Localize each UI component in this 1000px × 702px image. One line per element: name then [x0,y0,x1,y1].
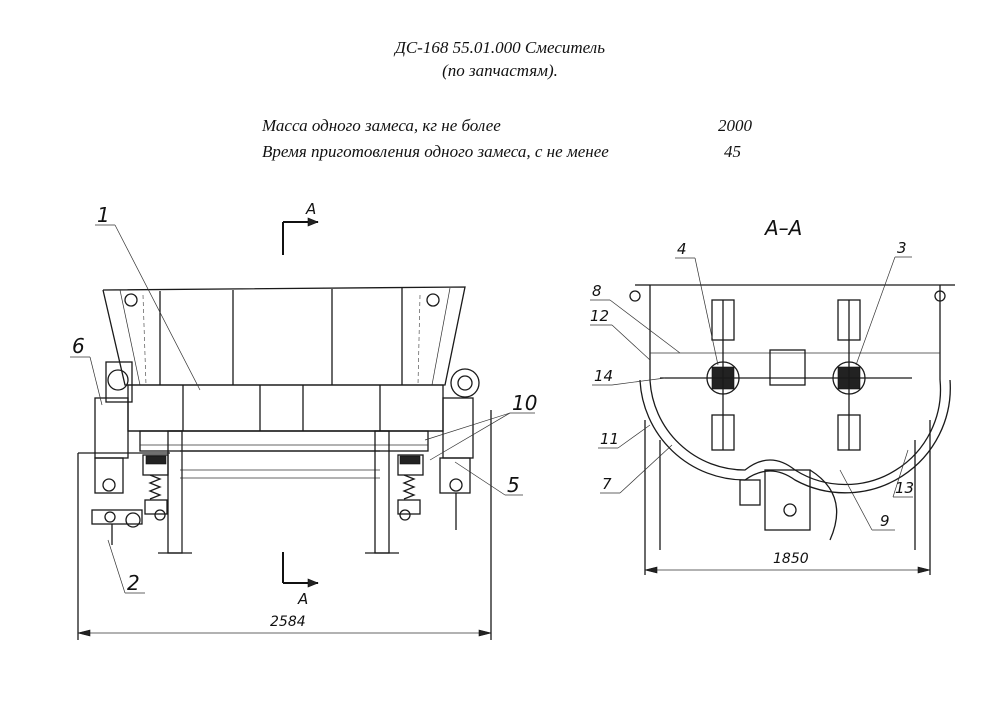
spec-time-label: Время приготовления одного замеса, с не … [262,142,609,161]
section-letter-bottom: А [297,590,308,608]
callout-13: 13 [895,479,914,497]
discharge-gate [739,469,838,541]
callout-1: 1 [97,203,110,227]
section-mark-top: А [282,200,319,255]
callout-7: 7 [602,475,612,493]
front-callouts: 1 6 10 5 2 [70,203,537,595]
drawing-title: ДС-168 55.01.000 Смеситель [395,38,605,57]
section-legs [644,420,931,575]
callout-5: 5 [507,473,520,497]
spec-mass-value: 2000 [718,116,752,135]
callout-6: 6 [72,334,85,358]
left-drive-assembly [77,361,170,640]
right-drive-assembly [397,368,492,640]
section-mark-bottom: А [282,552,319,608]
section-callouts: 4 3 8 12 14 11 7 [590,239,914,531]
callout-3: 3 [897,239,907,257]
section-width-dimension: 1850 [644,551,931,574]
spec-time-value: 45 [724,142,741,161]
section-title: А–А [763,216,802,240]
section-dimension-1850: 1850 [773,551,809,567]
mixer-body [127,384,444,479]
front-width-dimension: 2584 [77,614,492,637]
mixer-shafts [660,299,912,451]
callout-11: 11 [600,430,619,448]
callout-12: 12 [590,307,609,325]
trough [629,284,955,494]
callout-9: 9 [880,512,890,530]
section-view: А–А [590,216,955,575]
callout-10: 10 [512,391,537,415]
callout-2: 2 [127,571,140,595]
hopper [102,286,466,386]
callout-14: 14 [594,367,613,385]
front-legs [158,430,399,554]
drawing-subtitle: (по запчастям). [442,61,558,80]
front-dimension-2584: 2584 [270,614,306,630]
section-letter-top: А [305,200,316,218]
callout-8: 8 [592,282,602,300]
front-view: А А 2584 1 6 [70,200,537,640]
callout-4: 4 [677,240,687,258]
spec-mass-label: Масса одного замеса, кг не более [262,116,501,135]
